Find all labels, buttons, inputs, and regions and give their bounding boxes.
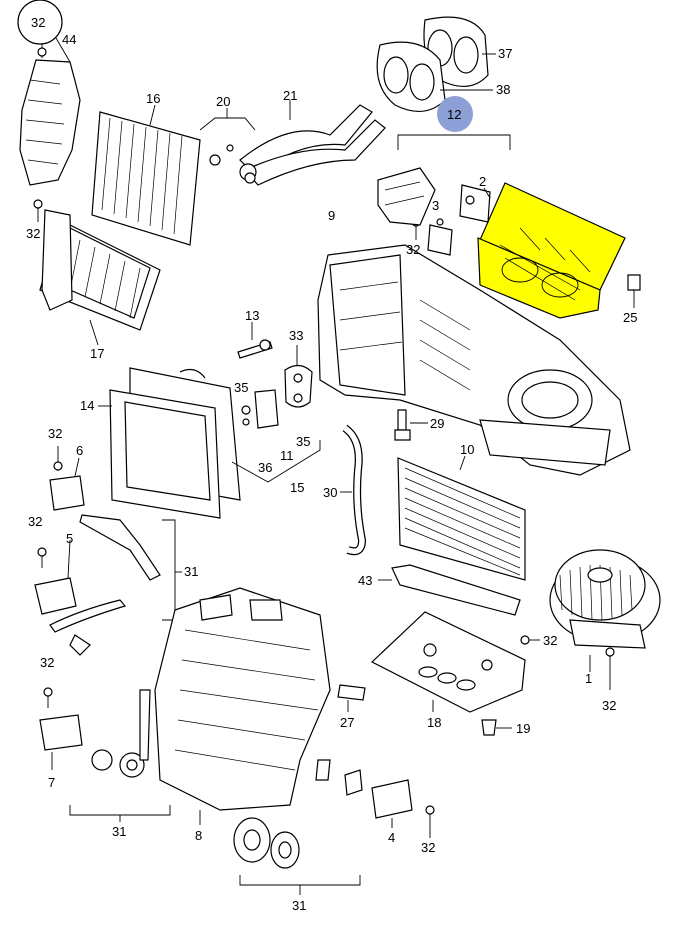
part-29-bolt xyxy=(394,409,428,441)
part-9-heater-housing xyxy=(317,244,631,476)
callout-44: 44 xyxy=(62,32,76,47)
callout-43: 43 xyxy=(358,573,372,588)
callout-13: 13 xyxy=(245,308,259,323)
callout-9: 9 xyxy=(328,208,335,223)
part-31-gears-lower-left xyxy=(69,689,171,822)
part-12-callout xyxy=(397,96,511,150)
callout-1: 1 xyxy=(585,671,592,686)
callout-33: 33 xyxy=(289,328,303,343)
callout-labels: 32 44 16 20 21 37 38 12 2 3 9 32 25 32 1… xyxy=(26,15,637,913)
part-8-distribution-housing xyxy=(154,587,331,825)
callout-31b: 31 xyxy=(112,824,126,839)
part-7-actuator xyxy=(39,687,83,770)
part-flap-actuator-bracket xyxy=(377,167,436,226)
callout-35b: 35 xyxy=(296,434,310,449)
part-43-cover xyxy=(378,564,521,616)
part-27-bolt xyxy=(337,684,366,712)
callout-32e: 32 xyxy=(28,514,42,529)
part-33-valve xyxy=(284,345,313,408)
part-14-filter xyxy=(98,367,241,519)
part-5-actuator xyxy=(34,539,77,615)
callout-32g: 32 xyxy=(602,698,616,713)
callout-30: 30 xyxy=(323,485,337,500)
callout-17: 17 xyxy=(90,346,104,361)
callout-35a: 35 xyxy=(234,380,248,395)
part-19-screw xyxy=(481,719,512,736)
part-13-bolt xyxy=(237,322,273,359)
part-38-gasket xyxy=(376,41,493,112)
callout-37: 37 xyxy=(498,46,512,61)
callout-7: 7 xyxy=(48,775,55,790)
part-6-actuator xyxy=(49,446,85,511)
callout-16: 16 xyxy=(146,91,160,106)
part-screw-32-right xyxy=(520,635,540,645)
callout-5: 5 xyxy=(66,531,73,546)
callout-29: 29 xyxy=(430,416,444,431)
callout-18: 18 xyxy=(427,715,441,730)
part-44-bracket xyxy=(17,0,81,186)
callout-31c: 31 xyxy=(292,898,306,913)
part-4-actuator xyxy=(371,779,435,838)
callout-21: 21 xyxy=(283,88,297,103)
callout-12: 12 xyxy=(447,107,461,122)
part-21-pipe xyxy=(199,100,386,186)
callout-32d: 32 xyxy=(48,426,62,441)
part-17-heater-core xyxy=(33,199,161,346)
part-25-screw xyxy=(627,274,641,308)
callout-36: 36 xyxy=(258,460,272,475)
callout-32: 32 xyxy=(31,15,45,30)
callout-20: 20 xyxy=(216,94,230,109)
part-31-gears-bottom xyxy=(233,759,363,895)
part-3-actuator xyxy=(427,218,453,256)
callout-32f: 32 xyxy=(543,633,557,648)
callout-32c: 32 xyxy=(26,226,40,241)
callout-19: 19 xyxy=(516,721,530,736)
callout-32i: 32 xyxy=(421,840,435,855)
part-16-evaporator xyxy=(91,104,201,246)
part-11-expansion-valve xyxy=(241,389,279,429)
part-12-highlighted-housing xyxy=(477,182,626,319)
callout-25: 25 xyxy=(623,310,637,325)
callout-31a: 31 xyxy=(184,564,198,579)
callout-8: 8 xyxy=(195,828,202,843)
callout-10: 10 xyxy=(460,442,474,457)
callout-15: 15 xyxy=(290,480,304,495)
callout-32b: 32 xyxy=(406,242,420,257)
callout-32h: 32 xyxy=(40,655,54,670)
callout-27: 27 xyxy=(340,715,354,730)
part-31-linkages-upper xyxy=(49,514,182,656)
part-1-blower-motor xyxy=(549,549,661,690)
part-15-bracket xyxy=(231,440,321,483)
callout-4: 4 xyxy=(388,830,395,845)
part-2-actuator xyxy=(459,184,491,223)
callout-14: 14 xyxy=(80,398,94,413)
part-10-filter-element xyxy=(397,455,526,581)
part-30-hose xyxy=(340,424,367,556)
callout-2: 2 xyxy=(479,174,486,189)
callout-38: 38 xyxy=(496,82,510,97)
part-18-plate xyxy=(370,611,526,713)
callout-11: 11 xyxy=(280,448,294,463)
callout-3: 3 xyxy=(432,198,439,213)
callout-6: 6 xyxy=(76,443,83,458)
